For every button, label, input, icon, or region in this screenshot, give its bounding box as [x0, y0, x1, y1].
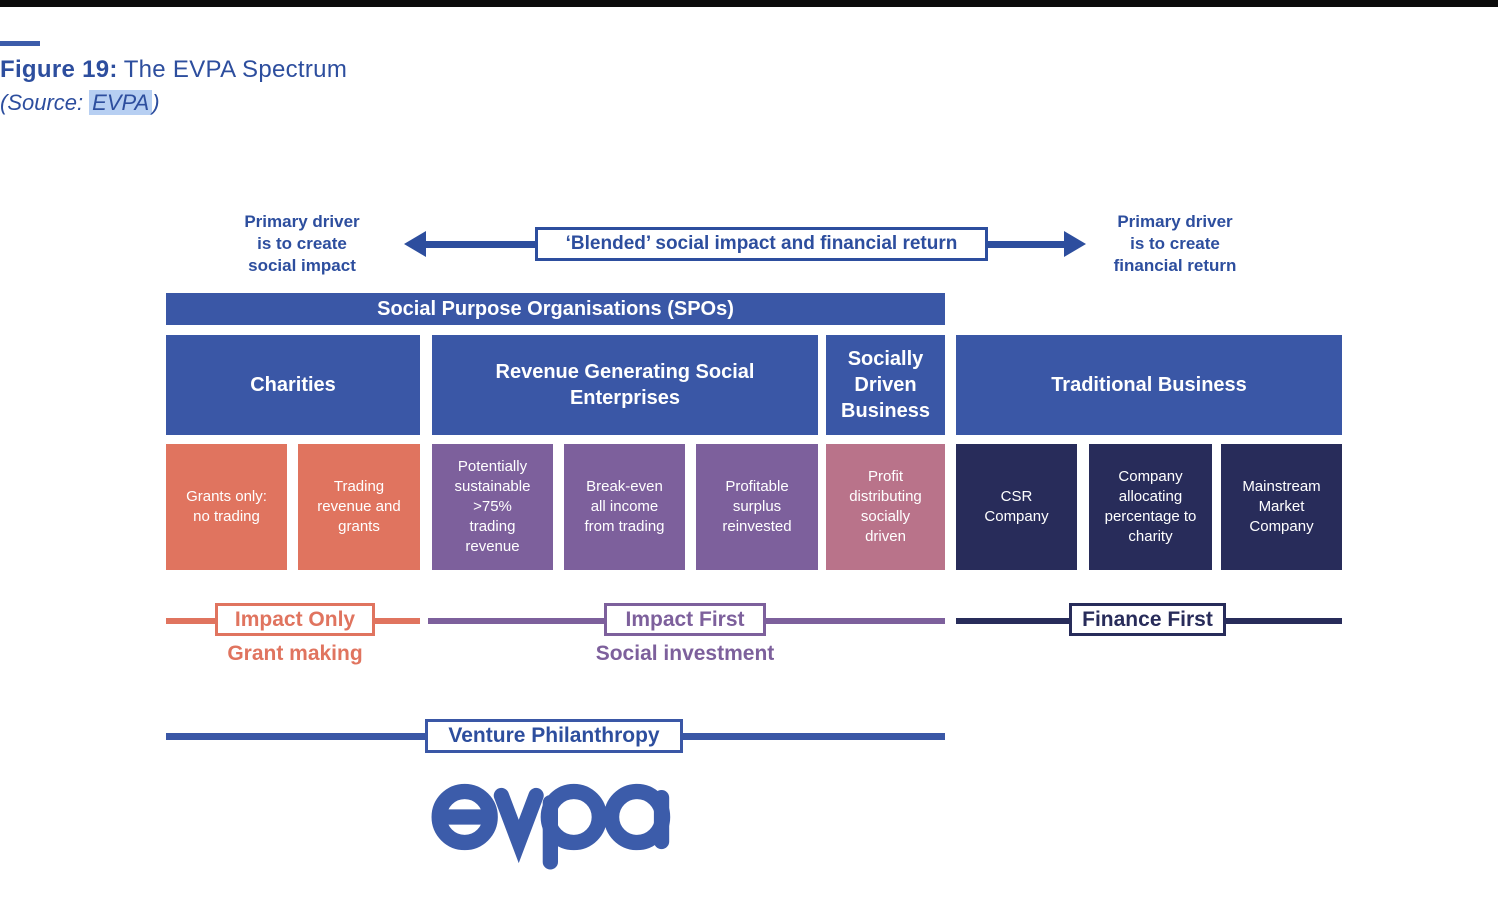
arrow-right-icon [1064, 231, 1086, 257]
figure-label: Figure 19: [0, 56, 118, 83]
primary-driver-social-impact-label: Primary driver is to create social impac… [244, 212, 360, 275]
primary-driver-financial-return-label: Primary driver is to create financial re… [1113, 212, 1237, 275]
category-charities: Charities [166, 335, 420, 435]
cell-csr-company: CSR Company [956, 444, 1077, 570]
figure-source: (Source:EVPA) [0, 90, 160, 116]
arrow-right-line [988, 241, 1066, 248]
category-socially-driven-business: Socially Driven Business [826, 335, 945, 435]
band-finance-first: Finance First [1069, 603, 1226, 636]
category-traditional-business: Traditional Business [956, 335, 1342, 435]
cell-company-allocating-percentage: Company allocating percentage to charity [1089, 444, 1212, 570]
source-suffix: ) [152, 90, 160, 115]
cell-potentially-sustainable: Potentially sustainable >75% trading rev… [432, 444, 553, 570]
figure-name: The EVPA Spectrum [123, 56, 348, 83]
grant-making-label: Grant making [227, 642, 363, 665]
cell-profitable-surplus-reinvested: Profitable surplus reinvested [696, 444, 818, 570]
cell-profit-distributing: Profit distributing socially driven [826, 444, 945, 570]
title-rule [0, 41, 40, 46]
evpa-logo [430, 762, 685, 877]
source-prefix: (Source: [0, 90, 84, 115]
evpa-logo-icon [431, 783, 671, 870]
source-link[interactable]: EVPA [89, 90, 153, 115]
figure-title: Figure 19:The EVPA Spectrum [0, 56, 347, 84]
category-revenue-generating-social-enterprises: Revenue Generating Social Enterprises [432, 335, 818, 435]
spo-header-bar: Social Purpose Organisations (SPOs) [166, 293, 945, 325]
arrow-left-icon [404, 231, 426, 257]
arrow-left-line [424, 241, 535, 248]
band-impact-first: Impact First [604, 603, 766, 636]
cell-mainstream-market-company: Mainstream Market Company [1221, 444, 1342, 570]
social-investment-label: Social investment [595, 642, 775, 665]
top-border-bar [0, 0, 1498, 7]
cell-trading-revenue-and-grants: Trading revenue and grants [298, 444, 420, 570]
cell-break-even: Break-even all income from trading [564, 444, 685, 570]
blended-impact-return-box: ‘Blended’ social impact and financial re… [535, 227, 988, 261]
venture-philanthropy-box: Venture Philanthropy [425, 719, 683, 753]
band-impact-only: Impact Only [215, 603, 375, 636]
cell-grants-only: Grants only: no trading [166, 444, 287, 570]
